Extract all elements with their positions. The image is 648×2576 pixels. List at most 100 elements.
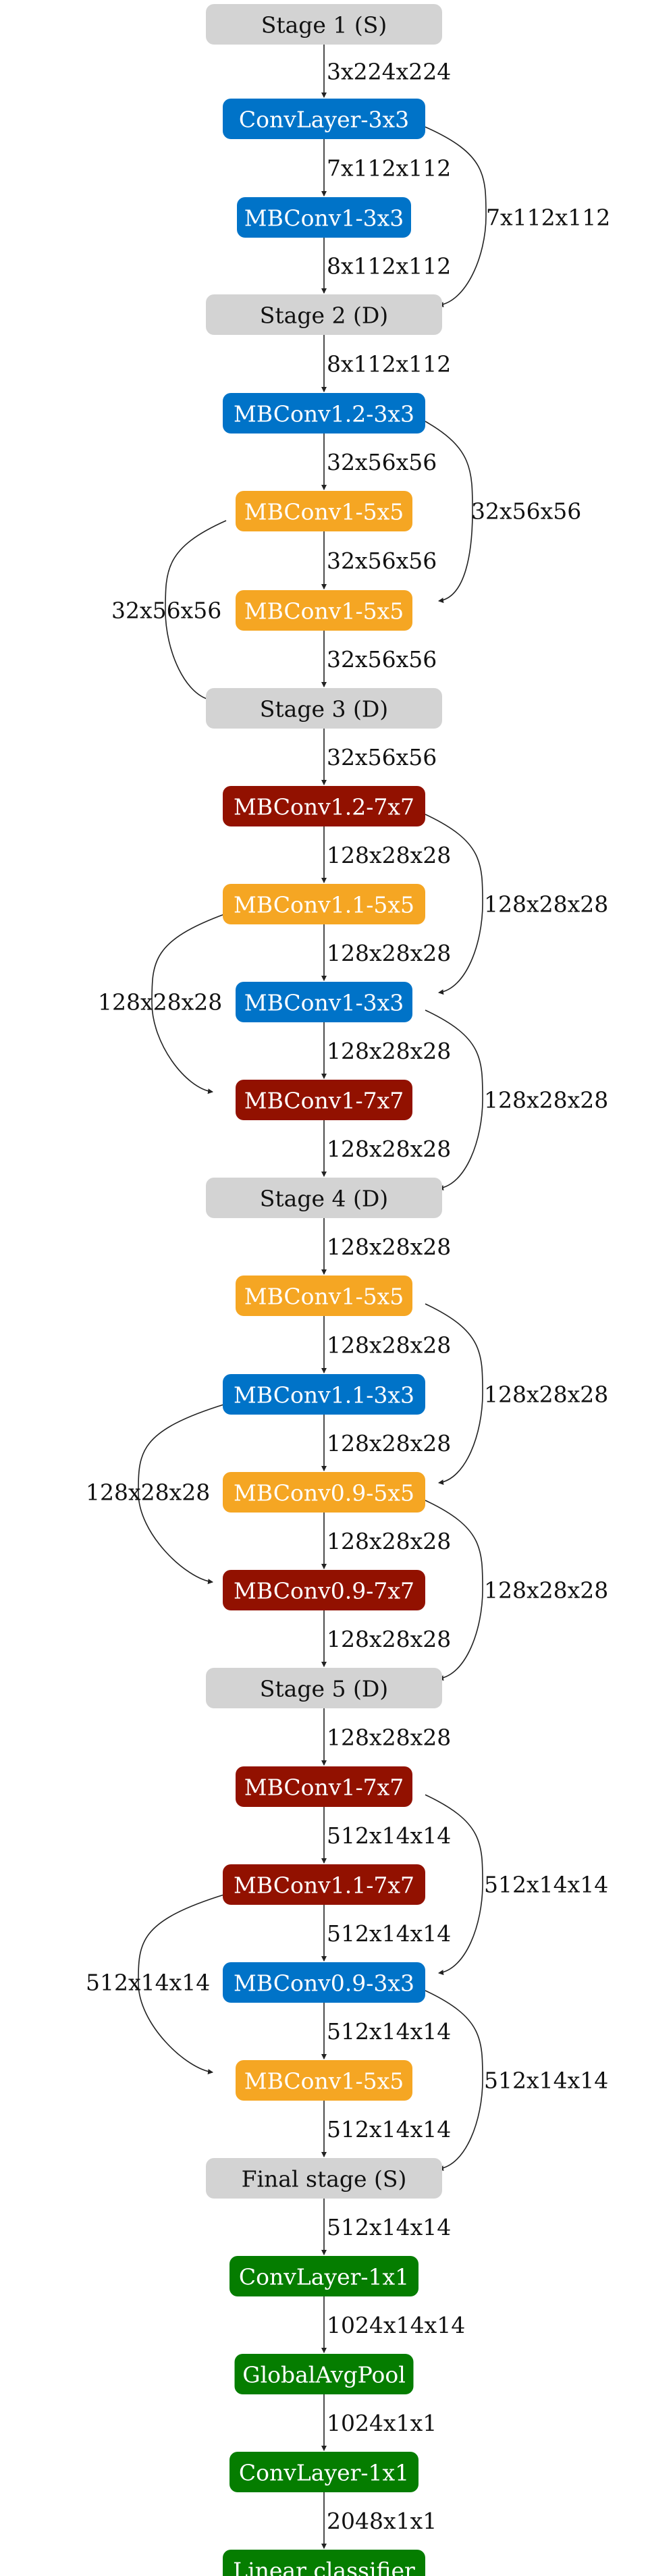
edge-mb5c-to-mb5d: 512x14x14 — [321, 2003, 451, 2059]
node-label: Stage 4 (D) — [260, 1186, 388, 1212]
node-fs: Final stage (S) — [206, 2158, 442, 2199]
edge-mb5a-to-mb5b: 512x14x14 — [321, 1807, 451, 1864]
edge-line — [425, 1990, 483, 2172]
edge-label: 128x28x28 — [327, 1626, 451, 1652]
edge-label: 512x14x14 — [327, 1822, 451, 1849]
edge-gap-to-cl3: 1024x1x1 — [321, 2394, 437, 2451]
edge-line — [425, 1009, 483, 1191]
node-mb5d: MBConv1-5x5 — [236, 2060, 412, 2101]
edge-s4-to-mb4a: 128x28x28 — [321, 1218, 451, 1275]
node-label: Linear classifier — [233, 2558, 415, 2576]
edge-label: 512x14x14 — [327, 2116, 451, 2143]
edge-mb3a-to-mb3b: 128x28x28 — [321, 826, 451, 883]
edge-label: 1024x14x14 — [327, 2312, 465, 2338]
edge-mb3b-to-mb3c: 128x28x28 — [321, 924, 451, 981]
node-label: Stage 5 (D) — [260, 1676, 388, 1702]
edge-mb4c-to-mb4d: 128x28x28 — [321, 1513, 451, 1569]
node-label: MBConv1-7x7 — [244, 1088, 404, 1114]
edge-mb4a-to-mb4b: 128x28x28 — [321, 1316, 451, 1373]
node-box — [223, 884, 425, 924]
edge-mb4b-to-mb4d: 128x28x28 — [86, 1403, 227, 1585]
edge-label: 7x112x112 — [486, 205, 610, 231]
node-mb3b: MBConv1.1-5x5 — [223, 884, 425, 924]
node-label: GlobalAvgPool — [242, 2362, 406, 2388]
edge-fs-to-cl2: 512x14x14 — [321, 2199, 451, 2255]
edge-label: 128x28x28 — [327, 1725, 451, 1751]
node-gap: GlobalAvgPool — [234, 2354, 414, 2394]
edge-line — [425, 126, 487, 308]
node-box — [206, 2158, 442, 2199]
node-cl1: ConvLayer-3x3 — [223, 99, 425, 139]
edge-mb1-to-s2: 8x112x112 — [321, 238, 451, 294]
edge-line — [425, 421, 473, 604]
edge-label: 128x28x28 — [327, 1528, 451, 1554]
node-label: MBConv1-3x3 — [244, 205, 404, 232]
edge-label: 512x14x14 — [327, 2018, 451, 2045]
node-box — [236, 1080, 412, 1120]
node-box — [223, 1472, 425, 1513]
node-box — [237, 197, 411, 238]
node-box — [236, 2060, 412, 2101]
node-mb1: MBConv1-3x3 — [237, 197, 411, 238]
node-mb4b: MBConv1.1-3x3 — [223, 1374, 425, 1415]
node-label: MBConv1-5x5 — [244, 598, 404, 625]
edge-label: 32x56x56 — [111, 598, 221, 624]
node-mb5a: MBConv1-7x7 — [236, 1766, 412, 1807]
edge-label: 128x28x28 — [327, 842, 451, 868]
edge-mb5b-to-mb5c: 512x14x14 — [321, 1905, 451, 1962]
edge-line — [425, 1303, 483, 1486]
edge-label: 512x14x14 — [484, 1872, 608, 1898]
edge-line — [425, 814, 483, 995]
edge-label: 128x28x28 — [484, 1382, 608, 1408]
node-s4: Stage 4 (D) — [206, 1178, 442, 1218]
node-label: MBConv1.2-3x3 — [234, 401, 414, 427]
node-s1: Stage 1 (S) — [206, 4, 442, 45]
node-label: Final stage (S) — [242, 2166, 407, 2192]
edge-label: 128x28x28 — [327, 1136, 451, 1162]
edge-label: 3x224x224 — [327, 59, 451, 85]
edge-line — [138, 1893, 227, 2075]
node-box — [223, 1570, 425, 1610]
edge-label: 128x28x28 — [484, 891, 608, 918]
edge-mb5b-to-mb5d: 512x14x14 — [86, 1893, 227, 2075]
edge-mb2b-to-s3: 32x56x56 — [111, 520, 227, 703]
edge-label: 128x28x28 — [327, 1038, 451, 1064]
node-mb2b: MBConv1-5x5 — [236, 491, 412, 531]
node-mb4d: MBConv0.9-7x7 — [223, 1570, 425, 1610]
node-mb3d: MBConv1-7x7 — [236, 1080, 412, 1120]
edge-label: 512x14x14 — [327, 2214, 451, 2240]
node-box — [236, 982, 412, 1022]
edge-mb3c-to-mb3d: 128x28x28 — [321, 1022, 451, 1079]
edge-mb5a-to-mb5c: 512x14x14 — [425, 1794, 608, 1976]
node-label: MBConv1-5x5 — [244, 499, 404, 525]
edge-cl3-to-lin: 2048x1x1 — [321, 2492, 437, 2549]
edge-mb4d-to-s5: 128x28x28 — [321, 1610, 451, 1667]
node-label: ConvLayer-1x1 — [239, 2460, 409, 2486]
edge-mb2a-to-mb2c: 32x56x56 — [425, 421, 581, 604]
edge-line — [425, 1500, 483, 1681]
node-label: MBConv0.9-3x3 — [234, 1970, 414, 1997]
edge-label: 128x28x28 — [98, 989, 222, 1016]
edge-s5-to-mb5a: 128x28x28 — [321, 1708, 451, 1766]
node-label: MBConv1.2-7x7 — [234, 794, 414, 820]
node-label: MBConv1-5x5 — [244, 1284, 404, 1310]
node-mb5c: MBConv0.9-3x3 — [223, 1962, 425, 2003]
edge-label: 512x14x14 — [327, 1920, 451, 1947]
edge-label: 128x28x28 — [484, 1577, 608, 1604]
node-label: Stage 3 (D) — [260, 696, 388, 722]
edge-label: 128x28x28 — [327, 1430, 451, 1456]
node-box — [223, 786, 425, 826]
edge-line — [151, 913, 227, 1095]
node-cl3: ConvLayer-1x1 — [230, 2452, 418, 2492]
node-label: ConvLayer-3x3 — [239, 107, 409, 133]
edge-mb3b-to-mb3d: 128x28x28 — [98, 913, 227, 1095]
node-box — [223, 99, 425, 139]
node-box — [223, 1864, 425, 1905]
node-box — [223, 1962, 425, 2003]
edge-mb3c-to-s4: 128x28x28 — [425, 1009, 608, 1191]
node-box — [236, 1276, 412, 1316]
node-box — [234, 2354, 414, 2394]
edge-mb4a-to-mb4c: 128x28x28 — [425, 1303, 608, 1486]
edge-label: 128x28x28 — [86, 1479, 210, 1506]
